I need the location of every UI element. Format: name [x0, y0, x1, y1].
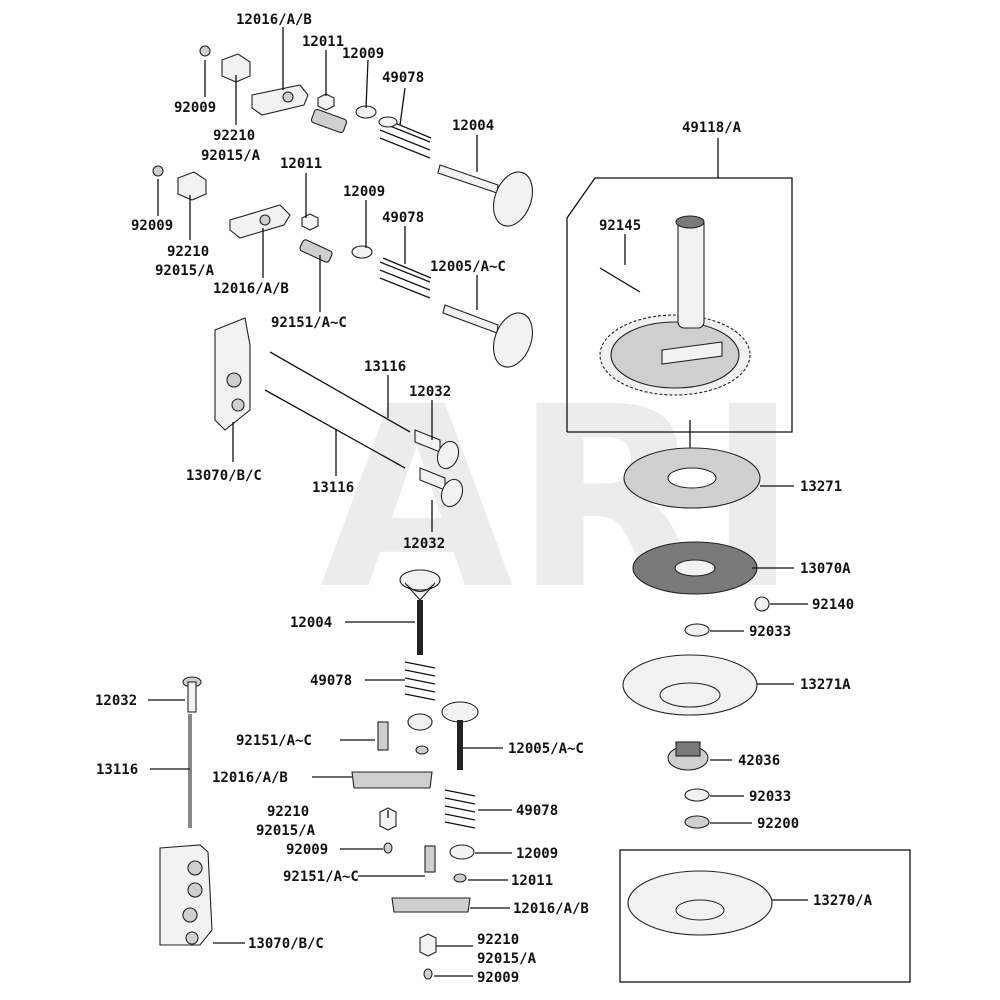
pivot-bolt-upper-1: [310, 108, 348, 134]
label-12009-b: 12009: [343, 184, 385, 200]
label-92200: 92200: [757, 816, 799, 832]
spring-upper-1: [355, 105, 432, 159]
label-92009-d: 92009: [477, 970, 519, 986]
label-92151-a: 92151/A~C: [271, 315, 347, 331]
breather-plate-lower: [159, 844, 213, 946]
pivot-bolt-upper-2: [299, 239, 333, 263]
governor-13070A: [632, 541, 758, 595]
label-92145: 92145: [599, 218, 641, 234]
valve-lower-exhaust: [441, 701, 479, 770]
valve-lower-intake: [399, 569, 441, 655]
push-rods-upper: [264, 351, 411, 469]
label-12004-b: 12004: [290, 615, 332, 631]
screw-lower-1: [383, 842, 393, 854]
label-92210-b: 92210: [167, 244, 209, 260]
label-12009-a: 12009: [342, 46, 384, 62]
callout-labels: 12016/A/B 12011 12009 49078 92009 92210 …: [95, 12, 873, 986]
label-13070-b: 13070/B/C: [248, 936, 324, 952]
label-92151-b: 92151/A~C: [236, 733, 312, 749]
ball-92140: [754, 596, 770, 612]
label-12005-a: 12005/A~C: [430, 259, 506, 275]
label-13116-b: 13116: [312, 480, 354, 496]
retainer-lower-2: [449, 844, 475, 860]
label-12016-b: 12016/A/B: [213, 281, 289, 297]
rocker-lower-2: [391, 897, 471, 957]
rocker-lower-1: [351, 771, 433, 831]
label-49078-a: 49078: [382, 70, 424, 86]
camshaft-gear: [599, 215, 751, 396]
label-49078-d: 49078: [516, 803, 558, 819]
label-92210-a: 92210: [213, 128, 255, 144]
washer-92200: [684, 815, 710, 829]
label-92009-a: 92009: [174, 100, 216, 116]
label-92210-d: 92210: [477, 932, 519, 948]
label-42036: 42036: [738, 753, 780, 769]
box-13270: [619, 849, 911, 983]
label-12011-b: 12011: [280, 156, 322, 172]
label-13270: 13270/A: [813, 893, 873, 909]
clip-92033-a: [684, 623, 710, 637]
label-92033-a: 92033: [749, 624, 791, 640]
cup-13271A: [622, 654, 758, 716]
washer-13271: [623, 447, 761, 509]
screw-lower-2: [423, 968, 433, 980]
key-lower-2: [453, 873, 467, 883]
label-49078-c: 49078: [310, 673, 352, 689]
label-13070A: 13070A: [800, 561, 851, 577]
valve-upper-2: [442, 304, 533, 368]
label-12011-a: 12011: [302, 34, 344, 50]
retainer-lower-1: [377, 713, 433, 755]
spring-lower-1: [404, 661, 436, 701]
adjusting-nut-upper-2: [152, 165, 207, 201]
label-92015-d: 92015/A: [477, 951, 537, 967]
camshaft-box: [566, 138, 793, 433]
rocker-arm-upper-2: [229, 204, 319, 239]
pushrod-lower: [182, 676, 202, 828]
leader-lines: [148, 27, 808, 977]
bolt-lower-2: [424, 845, 436, 873]
label-92210-c: 92210: [267, 804, 309, 820]
label-12032-a: 12032: [409, 384, 451, 400]
label-92015-b: 92015/A: [155, 263, 215, 279]
tappets-upper: [414, 429, 464, 508]
label-13271: 13271: [800, 479, 842, 495]
spring-upper-2: [351, 245, 432, 299]
label-92009-b: 92009: [131, 218, 173, 234]
label-12011-c: 12011: [511, 873, 553, 889]
label-13116-a: 13116: [364, 359, 406, 375]
label-12005-b: 12005/A~C: [508, 741, 584, 757]
label-92015-a: 92015/A: [201, 148, 261, 164]
label-92033-b: 92033: [749, 789, 791, 805]
label-92140: 92140: [812, 597, 854, 613]
label-12016-c: 12016/A/B: [212, 770, 288, 786]
label-12016-d: 12016/A/B: [513, 901, 589, 917]
adjusting-nut-upper-1: [199, 45, 251, 83]
label-13271A: 13271A: [800, 677, 851, 693]
label-12009-c: 12009: [516, 846, 558, 862]
label-92015-c: 92015/A: [256, 823, 316, 839]
label-92009-c: 92009: [286, 842, 328, 858]
label-12016-top: 12016/A/B: [236, 12, 312, 28]
spring-lower-2: [444, 789, 476, 829]
label-12004-a: 12004: [452, 118, 494, 134]
label-13116-c: 13116: [96, 762, 138, 778]
spring-92145: [599, 267, 641, 293]
label-12032-b: 12032: [403, 536, 445, 552]
label-92151-c: 92151/A~C: [283, 869, 359, 885]
label-13070-a: 13070/B/C: [186, 468, 262, 484]
label-49118: 49118/A: [682, 120, 742, 136]
gear-42036: [667, 741, 709, 771]
valve-upper-1: [437, 164, 533, 227]
label-12032-c: 12032: [95, 693, 137, 709]
clip-92033-b: [684, 788, 710, 802]
breather-plate-upper: [214, 317, 251, 431]
label-49078-b: 49078: [382, 210, 424, 226]
